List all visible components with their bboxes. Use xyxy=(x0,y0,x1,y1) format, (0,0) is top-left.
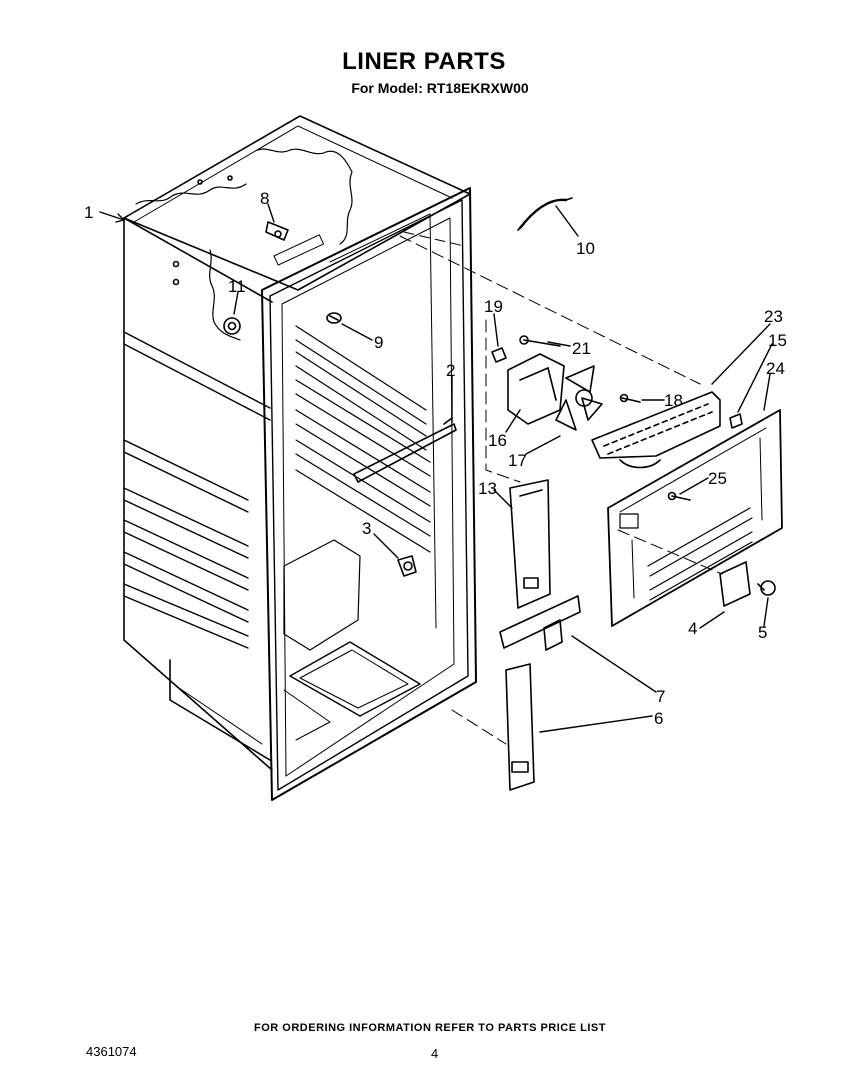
knob-part-5 xyxy=(757,580,776,596)
callout-4: 4 xyxy=(688,619,697,638)
plate-part-4 xyxy=(719,561,751,607)
callout-10: 10 xyxy=(576,239,595,258)
callout-17: 17 xyxy=(508,451,527,470)
callout-1: 1 xyxy=(84,203,93,222)
callout-19: 19 xyxy=(484,297,503,316)
document-number: 4361074 xyxy=(86,1044,137,1059)
grille-part-23 xyxy=(591,391,721,469)
callout-13: 13 xyxy=(478,479,497,498)
callout-labels: 1 8 11 10 9 19 21 23 15 24 2 18 16 17 25… xyxy=(84,189,787,728)
liner-front-frame xyxy=(261,187,477,801)
clip-part-15 xyxy=(729,413,743,429)
screw-part-21 xyxy=(519,335,561,347)
callout-21: 21 xyxy=(572,339,591,358)
callout-11: 11 xyxy=(228,277,246,296)
callout-5: 5 xyxy=(758,623,767,642)
fan-motor-part-16 xyxy=(507,353,565,425)
callout-18: 18 xyxy=(664,391,683,410)
nut-part-19 xyxy=(491,347,507,363)
callout-15: 15 xyxy=(768,331,787,350)
bracket-part-7 xyxy=(499,595,581,651)
callout-9: 9 xyxy=(374,333,383,352)
screw-part-25 xyxy=(667,491,691,501)
callout-23: 23 xyxy=(764,307,783,326)
dashed-reference-lines xyxy=(399,235,723,745)
callout-2: 2 xyxy=(446,361,455,380)
grommet-part-11 xyxy=(223,317,241,335)
duct-cover-part-13 xyxy=(509,479,551,609)
panel-part-6 xyxy=(505,663,535,791)
fitting-part-3 xyxy=(397,555,417,577)
plug-part-9 xyxy=(326,312,342,324)
ordering-information-note: FOR ORDERING INFORMATION REFER TO PARTS … xyxy=(254,1022,606,1034)
callout-25: 25 xyxy=(708,469,727,488)
callout-7: 7 xyxy=(656,687,665,706)
model-subtitle: For Model: RT18EKRXW00 xyxy=(351,80,529,96)
fan-blade-part-17 xyxy=(555,365,603,431)
callout-3: 3 xyxy=(362,519,371,538)
page-title: LINER PARTS xyxy=(342,48,506,75)
page-number: 4 xyxy=(431,1046,439,1061)
leader-lines xyxy=(99,203,773,733)
callout-8: 8 xyxy=(260,189,269,208)
callout-24: 24 xyxy=(766,359,785,378)
callout-16: 16 xyxy=(488,431,507,450)
wire-harness-part-10 xyxy=(517,197,573,231)
evaporator-cover-part-24 xyxy=(607,409,783,627)
heater-part-2 xyxy=(353,417,457,483)
screw-part-8 xyxy=(265,221,289,241)
screw-part-18 xyxy=(619,393,641,403)
callout-6: 6 xyxy=(654,709,663,728)
